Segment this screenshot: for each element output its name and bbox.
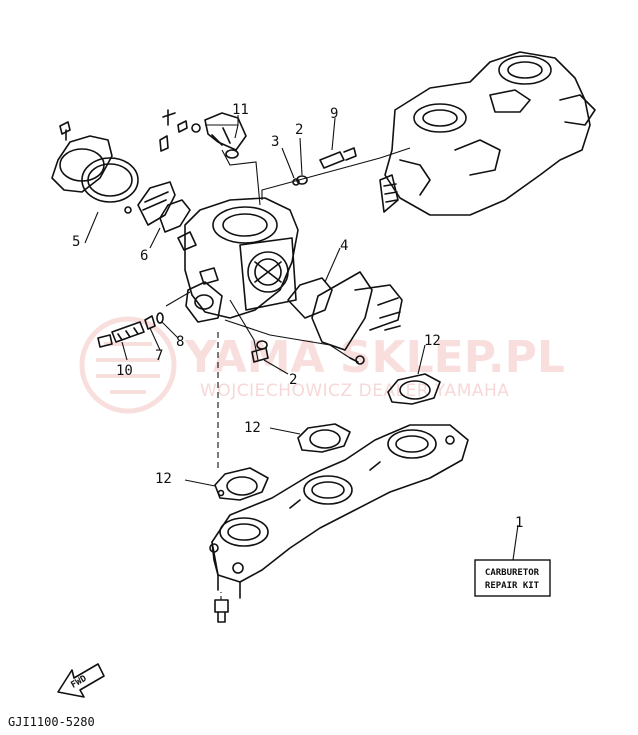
lower-screw-part [251,340,269,363]
linkage-line [261,147,411,200]
repair-kit-box: CARBURETOR REPAIR KIT [474,559,551,597]
callout-12-left: 12 [155,471,172,487]
pump-cover-gasket [137,181,191,233]
diagram-code: GJI1100-5280 [8,715,95,729]
gasket-12-left [214,467,269,501]
leader-lines [84,115,519,561]
kit-line-1: CARBURETOR [485,568,540,578]
gasket-part-4 [287,271,403,365]
carburetor-body [177,197,299,323]
callout-6: 6 [140,248,148,264]
callout-1: 1 [515,515,523,531]
callout-9: 9 [330,106,338,122]
gasket-12-right [387,373,441,405]
choke-linkage-parts [159,109,247,159]
fuel-line [224,319,351,359]
callout-11: 11 [232,102,249,118]
callout-12-right: 12 [424,333,441,349]
intake-manifold [209,424,469,599]
diaphragm-cover [51,121,139,214]
callout-8: 8 [176,334,184,350]
callout-12-middle: 12 [244,420,261,436]
top-screw-parts [292,147,357,186]
air-screw-parts [97,291,191,348]
kit-line-2: REPAIR KIT [485,581,540,591]
callout-2-lower: 2 [289,372,297,388]
callout-10: 10 [116,363,133,379]
watermark-brand: YAMA SKLEP.PL [184,332,565,383]
watermark: YAMA SKLEP.PL WOJCIECHOWICZ DEALER YAMAH… [79,316,565,414]
rear-carburetor-assembly [379,51,596,216]
gasket-12-middle [297,423,351,453]
choke-line [221,149,261,206]
fwd-label: FWD [69,674,89,691]
callout-3: 3 [271,134,279,150]
watermark-logo-icon [79,316,177,414]
watermark-subtitle: WOJCIECHOWICZ DEALER YAMAHA [200,381,509,401]
callout-7: 7 [155,348,163,364]
vent-line [229,299,259,361]
callout-4: 4 [340,238,348,254]
callout-2-top: 2 [295,122,303,138]
callout-5: 5 [72,234,80,250]
manifold-bolt [214,599,229,623]
fwd-arrow-icon: FWD [57,663,105,698]
